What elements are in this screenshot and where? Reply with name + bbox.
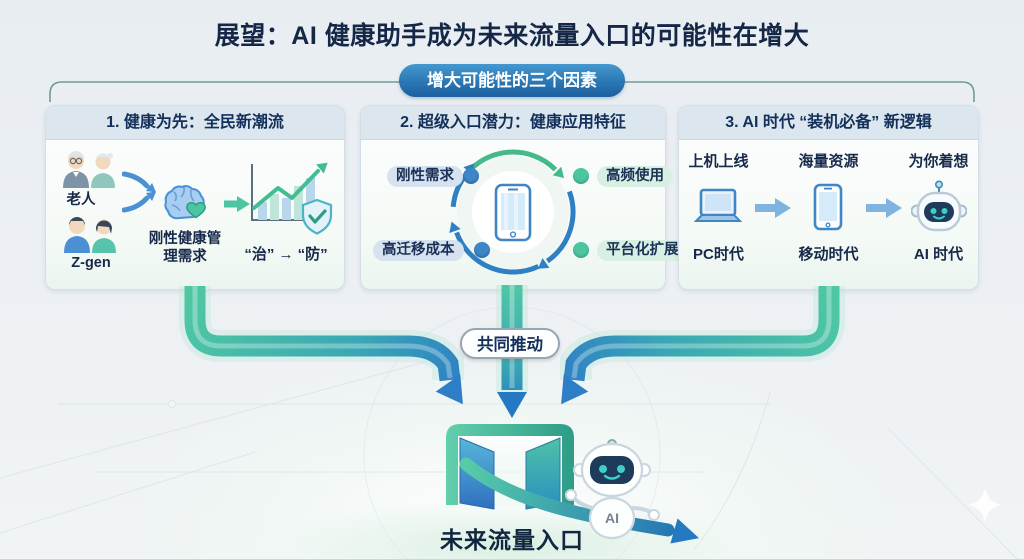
- robot-head-icon: [910, 180, 967, 232]
- dot-high-frequency: [573, 168, 589, 184]
- dot-migration-cost: [474, 242, 490, 258]
- elderly-couple-icon: [63, 151, 115, 188]
- ai-era-top-label: 为你着想: [908, 153, 969, 170]
- future-traffic-entry-label: 未来流量入口: [440, 527, 584, 553]
- need-label: 刚性健康管理需求: [148, 231, 222, 266]
- zgen-label: Z-gen: [71, 255, 111, 271]
- era-arrow-icon: [865, 198, 902, 218]
- card-health-first: 1. 健康为先：全民新潮流 老人: [45, 105, 345, 290]
- pc-era-column: 上机上线 PC时代: [688, 150, 748, 264]
- pill-high-frequency: 高频使用: [597, 166, 673, 187]
- pc-era-bottom-label: PC时代: [693, 246, 744, 263]
- swoosh-arrowhead: [670, 518, 699, 544]
- mobile-era-bottom-label: 移动时代: [798, 246, 859, 263]
- robot-chest-label: AI: [605, 510, 619, 526]
- growth-chart-shield-icon: [251, 162, 333, 235]
- ai-era-column: 为你着想 AI 时代: [909, 150, 969, 264]
- card-super-entry: 2. 超级入口潜力：健康应用特征: [360, 105, 688, 290]
- pill-rigid-demand: 刚性需求: [387, 166, 463, 187]
- brain-heart-icon: [164, 185, 206, 220]
- card-ai-era-logic: 3. AI 时代 “装机必备” 新逻辑 上机上线 PC时代 海量资源: [678, 105, 979, 290]
- page-title: 展望：AI 健康助手成为未来流量入口的可能性在增大: [214, 22, 810, 50]
- pill-migration-cost: 高迁移成本: [373, 240, 464, 261]
- pc-era-top-label: 上机上线: [688, 153, 749, 170]
- shift-label: “治” → “防”: [244, 246, 328, 263]
- smartphone-icon: [814, 183, 843, 231]
- card1-title: 1. 健康为先：全民新潮流: [46, 106, 344, 140]
- right-arrow-icon: [224, 196, 250, 212]
- push-together-badge: 共同推动: [460, 328, 560, 359]
- card3-title: 3. AI 时代 “装机必备” 新逻辑: [679, 106, 978, 140]
- converging-arrows: [179, 285, 845, 418]
- factors-badge: 增大可能性的三个因素: [399, 64, 625, 97]
- cycle-phone-icon: [449, 149, 576, 275]
- zgen-couple-icon: [64, 217, 116, 253]
- pill-platform-expansion: 平台化扩展: [597, 240, 688, 261]
- elderly-label: 老人: [66, 192, 96, 208]
- mobile-era-column: 海量资源 移动时代: [798, 150, 858, 264]
- era-arrow-icon: [755, 198, 792, 218]
- ai-robot-icon: AI: [565, 439, 660, 540]
- dot-platform-expansion: [573, 242, 589, 258]
- future-gateway-scene: AI: [446, 424, 699, 544]
- card2-title: 2. 超级入口潜力：健康应用特征: [361, 106, 665, 140]
- laptop-icon: [694, 188, 743, 222]
- ai-era-bottom-label: AI 时代: [913, 246, 964, 263]
- mobile-era-top-label: 海量资源: [798, 153, 859, 170]
- sparkle-icon: [968, 488, 1002, 522]
- converge-small-arrows-icon: [122, 171, 157, 213]
- dot-rigid-demand: [463, 168, 479, 184]
